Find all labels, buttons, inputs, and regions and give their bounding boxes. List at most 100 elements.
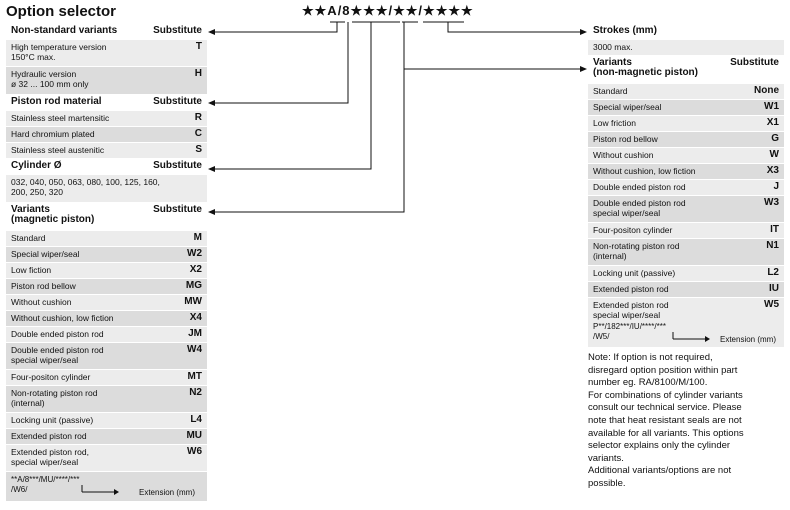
option-row: 3000 max. xyxy=(588,40,784,56)
option-label: Double ended piston rod special wiper/se… xyxy=(11,345,104,365)
arrowhead-icon xyxy=(208,209,215,215)
option-label: Extended piston rod special wiper/seal xyxy=(593,300,669,320)
option-label: Non-rotating piston rod (internal) xyxy=(11,388,98,408)
extension-code: P**/182***/IU/****/*** /W5/ xyxy=(593,322,666,341)
cyl-header: Cylinder Ø Substitute xyxy=(6,159,207,175)
option-label: Double ended piston rod special wiper/se… xyxy=(593,198,686,218)
option-label: 032, 040, 050, 063, 080, 100, 125, 160, … xyxy=(11,177,160,197)
option-code: W6 xyxy=(187,446,202,457)
option-code: S xyxy=(195,144,202,155)
option-row: Stainless steel austenitic S xyxy=(6,143,207,159)
nonmag-title: Variants (non-magnetic piston) xyxy=(593,57,698,78)
strokes-title: Strokes (mm) xyxy=(593,25,657,36)
left-panel: Non-standard variants Substitute High te… xyxy=(6,24,207,502)
option-label: Piston rod bellow xyxy=(593,134,658,144)
option-row: Piston rod bellow G xyxy=(588,132,784,148)
option-row: Low friction X1 xyxy=(588,116,784,132)
rodmat-header: Piston rod material Substitute xyxy=(6,95,207,111)
nonstd-header: Non-standard variants Substitute xyxy=(6,24,207,40)
option-label: Extended piston rod xyxy=(11,431,87,441)
page-title: Option selector xyxy=(6,3,117,20)
extension-row: Extended piston rod special wiper/seal W… xyxy=(588,298,784,348)
option-row: Non-rotating piston rod (internal) N2 xyxy=(6,386,207,413)
option-row: Locking unit (passive) L2 xyxy=(588,266,784,282)
option-code: J xyxy=(773,181,779,192)
extension-label: Extension (mm) xyxy=(138,488,195,497)
option-label: 3000 max. xyxy=(593,42,633,52)
nonmag-header: Variants (non-magnetic piston) Substitut… xyxy=(588,56,784,84)
option-code: X1 xyxy=(766,117,779,128)
rodmat-title: Piston rod material xyxy=(11,96,102,107)
option-label: Stainless steel austenitic xyxy=(11,145,105,155)
arrowhead-icon xyxy=(580,29,587,35)
option-code: None xyxy=(754,85,779,96)
option-row: Without cushion W xyxy=(588,148,784,164)
option-row: Hard chromium plated C xyxy=(6,127,207,143)
option-label: Locking unit (passive) xyxy=(11,415,94,425)
mag-sub: Substitute xyxy=(153,204,202,215)
option-label: Standard xyxy=(11,233,46,243)
extension-row: **A/8***/MU/****/*** /W6/ Extension (mm) xyxy=(6,472,207,502)
option-row: Double ended piston rod special wiper/se… xyxy=(6,343,207,370)
part-code: ★★A/8★★★/★★/★★★★ xyxy=(302,3,474,18)
option-code: R xyxy=(194,112,202,123)
option-code: JM xyxy=(188,328,202,339)
option-label: Without cushion xyxy=(593,150,654,160)
option-row: Locking unit (passive)L4 xyxy=(6,413,207,429)
option-label: Extended piston rod xyxy=(593,284,669,294)
extension-label: Extension (mm) xyxy=(719,335,776,344)
option-code: C xyxy=(194,128,202,139)
nonstd-sub: Substitute xyxy=(153,25,202,36)
arrow-icon xyxy=(672,332,710,342)
option-code: W3 xyxy=(764,197,779,208)
extension-code: **A/8***/MU/****/*** /W6/ xyxy=(11,475,80,494)
option-code: MW xyxy=(184,296,202,307)
nonmag-sub: Substitute xyxy=(730,57,779,68)
right-panel: Strokes (mm) 3000 max. Variants (non-mag… xyxy=(588,24,784,348)
option-code: G xyxy=(771,133,779,144)
option-label: Four-positon cylinder xyxy=(11,372,91,382)
option-label: Special wiper/seal xyxy=(11,249,80,259)
option-code: MG xyxy=(185,280,202,291)
option-row: Piston rod bellow MG xyxy=(6,279,207,295)
option-label: Low friction xyxy=(593,118,636,128)
option-row: Four-positon cylinder MT xyxy=(6,370,207,386)
option-label: Standard xyxy=(593,86,628,96)
arrow-icon xyxy=(81,485,119,495)
option-row: Stainless steel martensitic R xyxy=(6,111,207,127)
option-label: Four-positon cylinder xyxy=(593,225,673,235)
option-label: Special wiper/seal xyxy=(593,102,662,112)
option-code: H xyxy=(194,68,202,79)
arrowhead-icon xyxy=(208,29,215,35)
option-label: Without cushion xyxy=(11,297,72,307)
option-label: Without cushion, low fiction xyxy=(593,166,696,176)
option-code: W2 xyxy=(187,248,202,259)
option-row: Double ended piston rod J xyxy=(588,180,784,196)
option-code: W4 xyxy=(187,344,202,355)
rodmat-sub: Substitute xyxy=(153,96,202,107)
option-row: Extended piston rod MU xyxy=(6,429,207,445)
option-label: Double ended piston rod xyxy=(593,182,686,192)
option-code: MT xyxy=(187,371,202,382)
option-label: Locking unit (passive) xyxy=(593,268,676,278)
note-text: Note: If option is not required, disrega… xyxy=(588,352,744,489)
option-code: N2 xyxy=(189,387,202,398)
option-code: W xyxy=(769,149,779,160)
option-code: W5 xyxy=(764,299,779,310)
option-code: X4 xyxy=(189,312,202,323)
option-label: Piston rod bellow xyxy=(11,281,76,291)
option-code: L2 xyxy=(767,267,779,278)
option-code: MU xyxy=(186,430,202,441)
mag-header: Variants (magnetic piston) Substitute xyxy=(6,203,207,231)
option-row: Standard None xyxy=(588,84,784,100)
option-label: Hydraulic version ø 32 ... 100 mm only xyxy=(11,69,89,89)
